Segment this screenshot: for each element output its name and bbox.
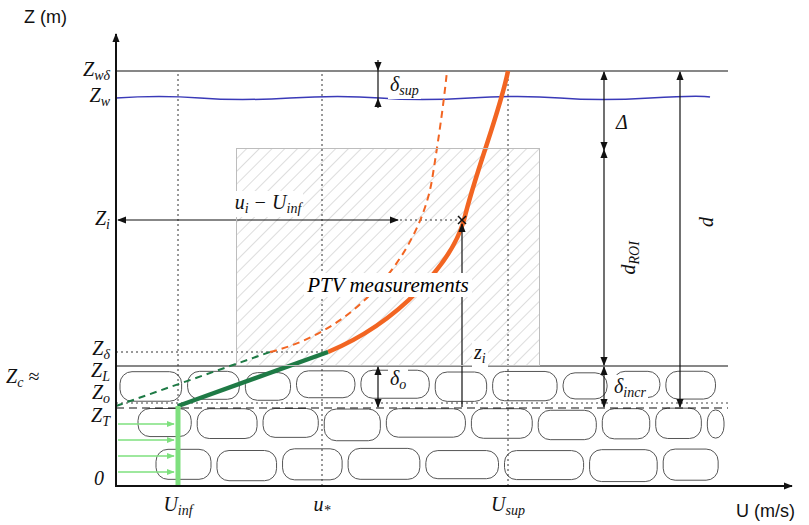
dimension-label: δincr xyxy=(612,375,648,401)
origin-label: 0 xyxy=(92,467,106,489)
stone xyxy=(656,408,702,438)
level-label: Zo xyxy=(90,381,112,407)
stone xyxy=(138,409,191,437)
dashed-profile xyxy=(270,71,447,352)
stone xyxy=(156,449,211,479)
region-label: PTV measurements xyxy=(304,273,472,297)
stone xyxy=(563,373,607,399)
level-label: ZT xyxy=(89,404,112,430)
stone xyxy=(197,409,257,439)
stone xyxy=(590,450,658,482)
stone xyxy=(426,451,499,479)
stone xyxy=(707,410,724,438)
stone xyxy=(386,409,465,437)
ptv-hatch xyxy=(236,148,540,366)
level-label: Zwδ xyxy=(81,58,112,84)
stone xyxy=(120,372,182,402)
dimension-arrows xyxy=(118,60,680,407)
axes xyxy=(115,34,792,487)
stone xyxy=(493,371,557,400)
stone xyxy=(245,373,290,401)
point-mark xyxy=(458,216,466,224)
level-label: Zw xyxy=(88,84,112,110)
zero-plane-line xyxy=(116,403,728,404)
velocity-label: Usup xyxy=(489,493,527,519)
axis-title: Z (m) xyxy=(22,8,69,28)
dimension-label: δsup xyxy=(388,73,421,99)
dimension-label: ui − Uinf xyxy=(233,191,304,217)
stone xyxy=(324,409,380,441)
measurement-region: PTV measurements xyxy=(236,148,540,366)
velocity-label: u* xyxy=(312,493,333,519)
dimension-label: dROI xyxy=(617,239,643,276)
dimension-label: Δ xyxy=(614,111,630,133)
bed-stones xyxy=(120,370,724,481)
dimension-label: d xyxy=(695,215,717,229)
stone xyxy=(505,451,584,480)
stone xyxy=(663,449,718,480)
stone xyxy=(666,371,716,399)
velocity-label: Uinf xyxy=(161,493,194,519)
guide-lines xyxy=(116,71,508,486)
level-label: Zi xyxy=(93,207,112,233)
stone xyxy=(283,449,343,480)
dimension-label: δo xyxy=(388,367,408,393)
axis-title: U (m/s) xyxy=(734,502,797,522)
stone xyxy=(538,410,596,439)
top-line xyxy=(116,70,728,71)
stone xyxy=(602,409,649,439)
outer-profile xyxy=(328,71,508,352)
stone xyxy=(217,451,277,481)
stone xyxy=(435,372,486,401)
trough-line xyxy=(116,407,728,408)
level-label: Zc ≈ xyxy=(4,365,41,391)
log-profile xyxy=(178,352,328,406)
dimension-label: zi xyxy=(472,341,488,367)
stone xyxy=(348,448,420,479)
stone xyxy=(297,371,355,398)
inflow-bar xyxy=(176,406,181,486)
stone xyxy=(471,409,532,439)
stone xyxy=(263,408,318,437)
inflow-arrows xyxy=(118,424,174,472)
